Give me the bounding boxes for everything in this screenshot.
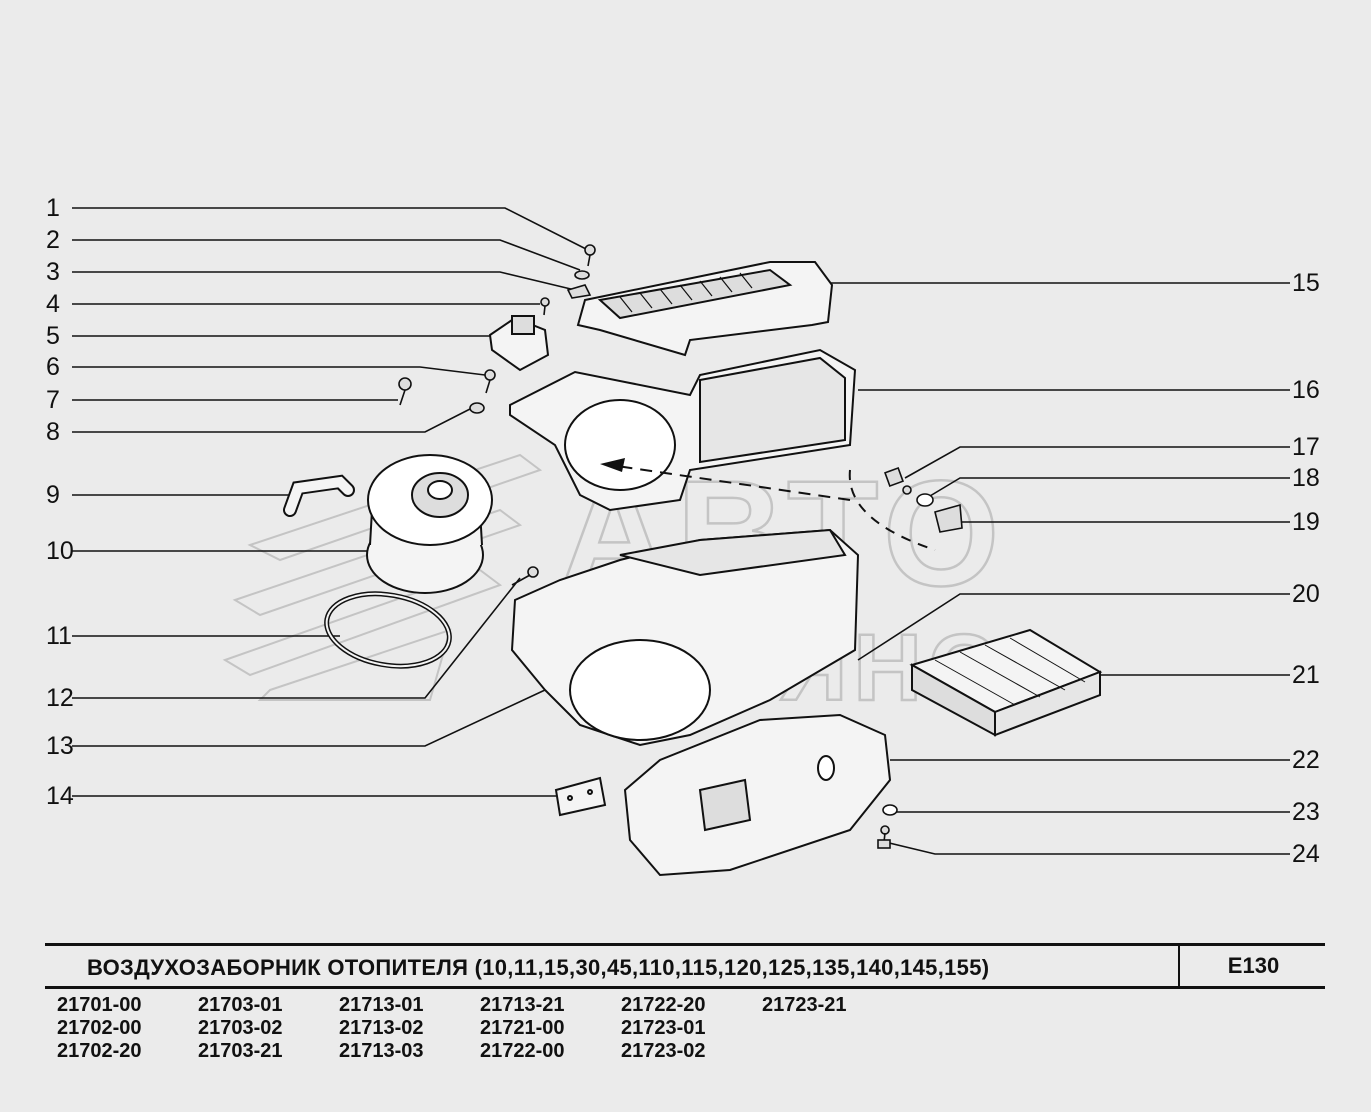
model-code: 21722-20 <box>621 994 706 1016</box>
part-10-blower-motor <box>366 454 493 594</box>
callout-16: 16 <box>1292 376 1320 404</box>
model-code: 21702-00 <box>57 1017 142 1039</box>
arrow-dashed <box>609 464 851 501</box>
part-15-intake-grille <box>576 261 834 357</box>
part-5-resistor <box>488 315 550 372</box>
callout-19: 19 <box>1292 508 1320 536</box>
model-code: 21723-02 <box>621 1040 706 1062</box>
model-code: 21722-00 <box>480 1040 565 1062</box>
model-code: 21703-21 <box>198 1040 283 1062</box>
callout-7: 7 <box>46 386 60 414</box>
small-fasteners <box>398 244 596 414</box>
callout-15: 15 <box>1292 269 1320 297</box>
callout-12: 12 <box>46 684 74 712</box>
callout-5: 5 <box>46 322 60 350</box>
callout-13: 13 <box>46 732 74 760</box>
callout-2: 2 <box>46 226 60 254</box>
model-code: 21713-02 <box>339 1017 424 1039</box>
part-14-clip <box>554 776 607 817</box>
callout-14: 14 <box>46 782 74 810</box>
model-code <box>762 1040 903 1063</box>
callout-1: 1 <box>46 194 60 222</box>
model-code: 21702-20 <box>57 1040 142 1062</box>
model-code <box>762 1017 903 1040</box>
catalog-code: E130 <box>1178 946 1327 986</box>
page-title: ВОЗДУХОЗАБОРНИК ОТОПИТЕЛЯ (10,11,15,30,4… <box>87 955 990 980</box>
part-12-screw <box>511 566 539 586</box>
model-code: 21703-01 <box>198 994 283 1016</box>
parts-17-19-fasteners <box>884 467 963 533</box>
model-code: 21721-00 <box>480 1017 565 1039</box>
part-22-bottom-cover <box>623 713 892 877</box>
part-16-upper-housing <box>509 348 857 512</box>
model-code: 21713-03 <box>339 1040 424 1062</box>
callout-4: 4 <box>46 290 60 318</box>
title-bar: ВОЗДУХОЗАБОРНИК ОТОПИТЕЛЯ (10,11,15,30,4… <box>45 943 1325 989</box>
callout-22: 22 <box>1292 746 1320 774</box>
callout-24: 24 <box>1292 840 1320 868</box>
model-code: 21723-21 <box>762 994 847 1016</box>
model-code: 21713-21 <box>480 994 565 1016</box>
part-11-gasket <box>324 591 452 669</box>
callout-8: 8 <box>46 418 60 446</box>
model-codes: 21701-00 21703-01 21713-01 21713-21 2172… <box>57 994 903 1063</box>
callout-17: 17 <box>1292 433 1320 461</box>
parts-diagram: АВТО АЛЬЯНС <box>72 207 1290 877</box>
callout-11: 11 <box>46 622 72 650</box>
callout-23: 23 <box>1292 798 1320 826</box>
model-code: 21701-00 <box>57 994 142 1016</box>
parts-23-24-fasteners <box>877 804 898 849</box>
callout-3: 3 <box>46 258 60 286</box>
callout-9: 9 <box>46 481 60 509</box>
callout-10: 10 <box>46 537 74 565</box>
callout-6: 6 <box>46 353 60 381</box>
part-13-lower-housing <box>510 528 860 747</box>
callout-18: 18 <box>1292 464 1320 492</box>
part-21-cabin-filter <box>909 628 1103 737</box>
model-code: 21723-01 <box>621 1017 706 1039</box>
leader-lines <box>72 207 1290 855</box>
model-code: 21703-02 <box>198 1017 283 1039</box>
callout-21: 21 <box>1292 661 1320 689</box>
model-code: 21713-01 <box>339 994 424 1016</box>
callout-20: 20 <box>1292 580 1320 608</box>
arrow-head <box>600 458 625 472</box>
